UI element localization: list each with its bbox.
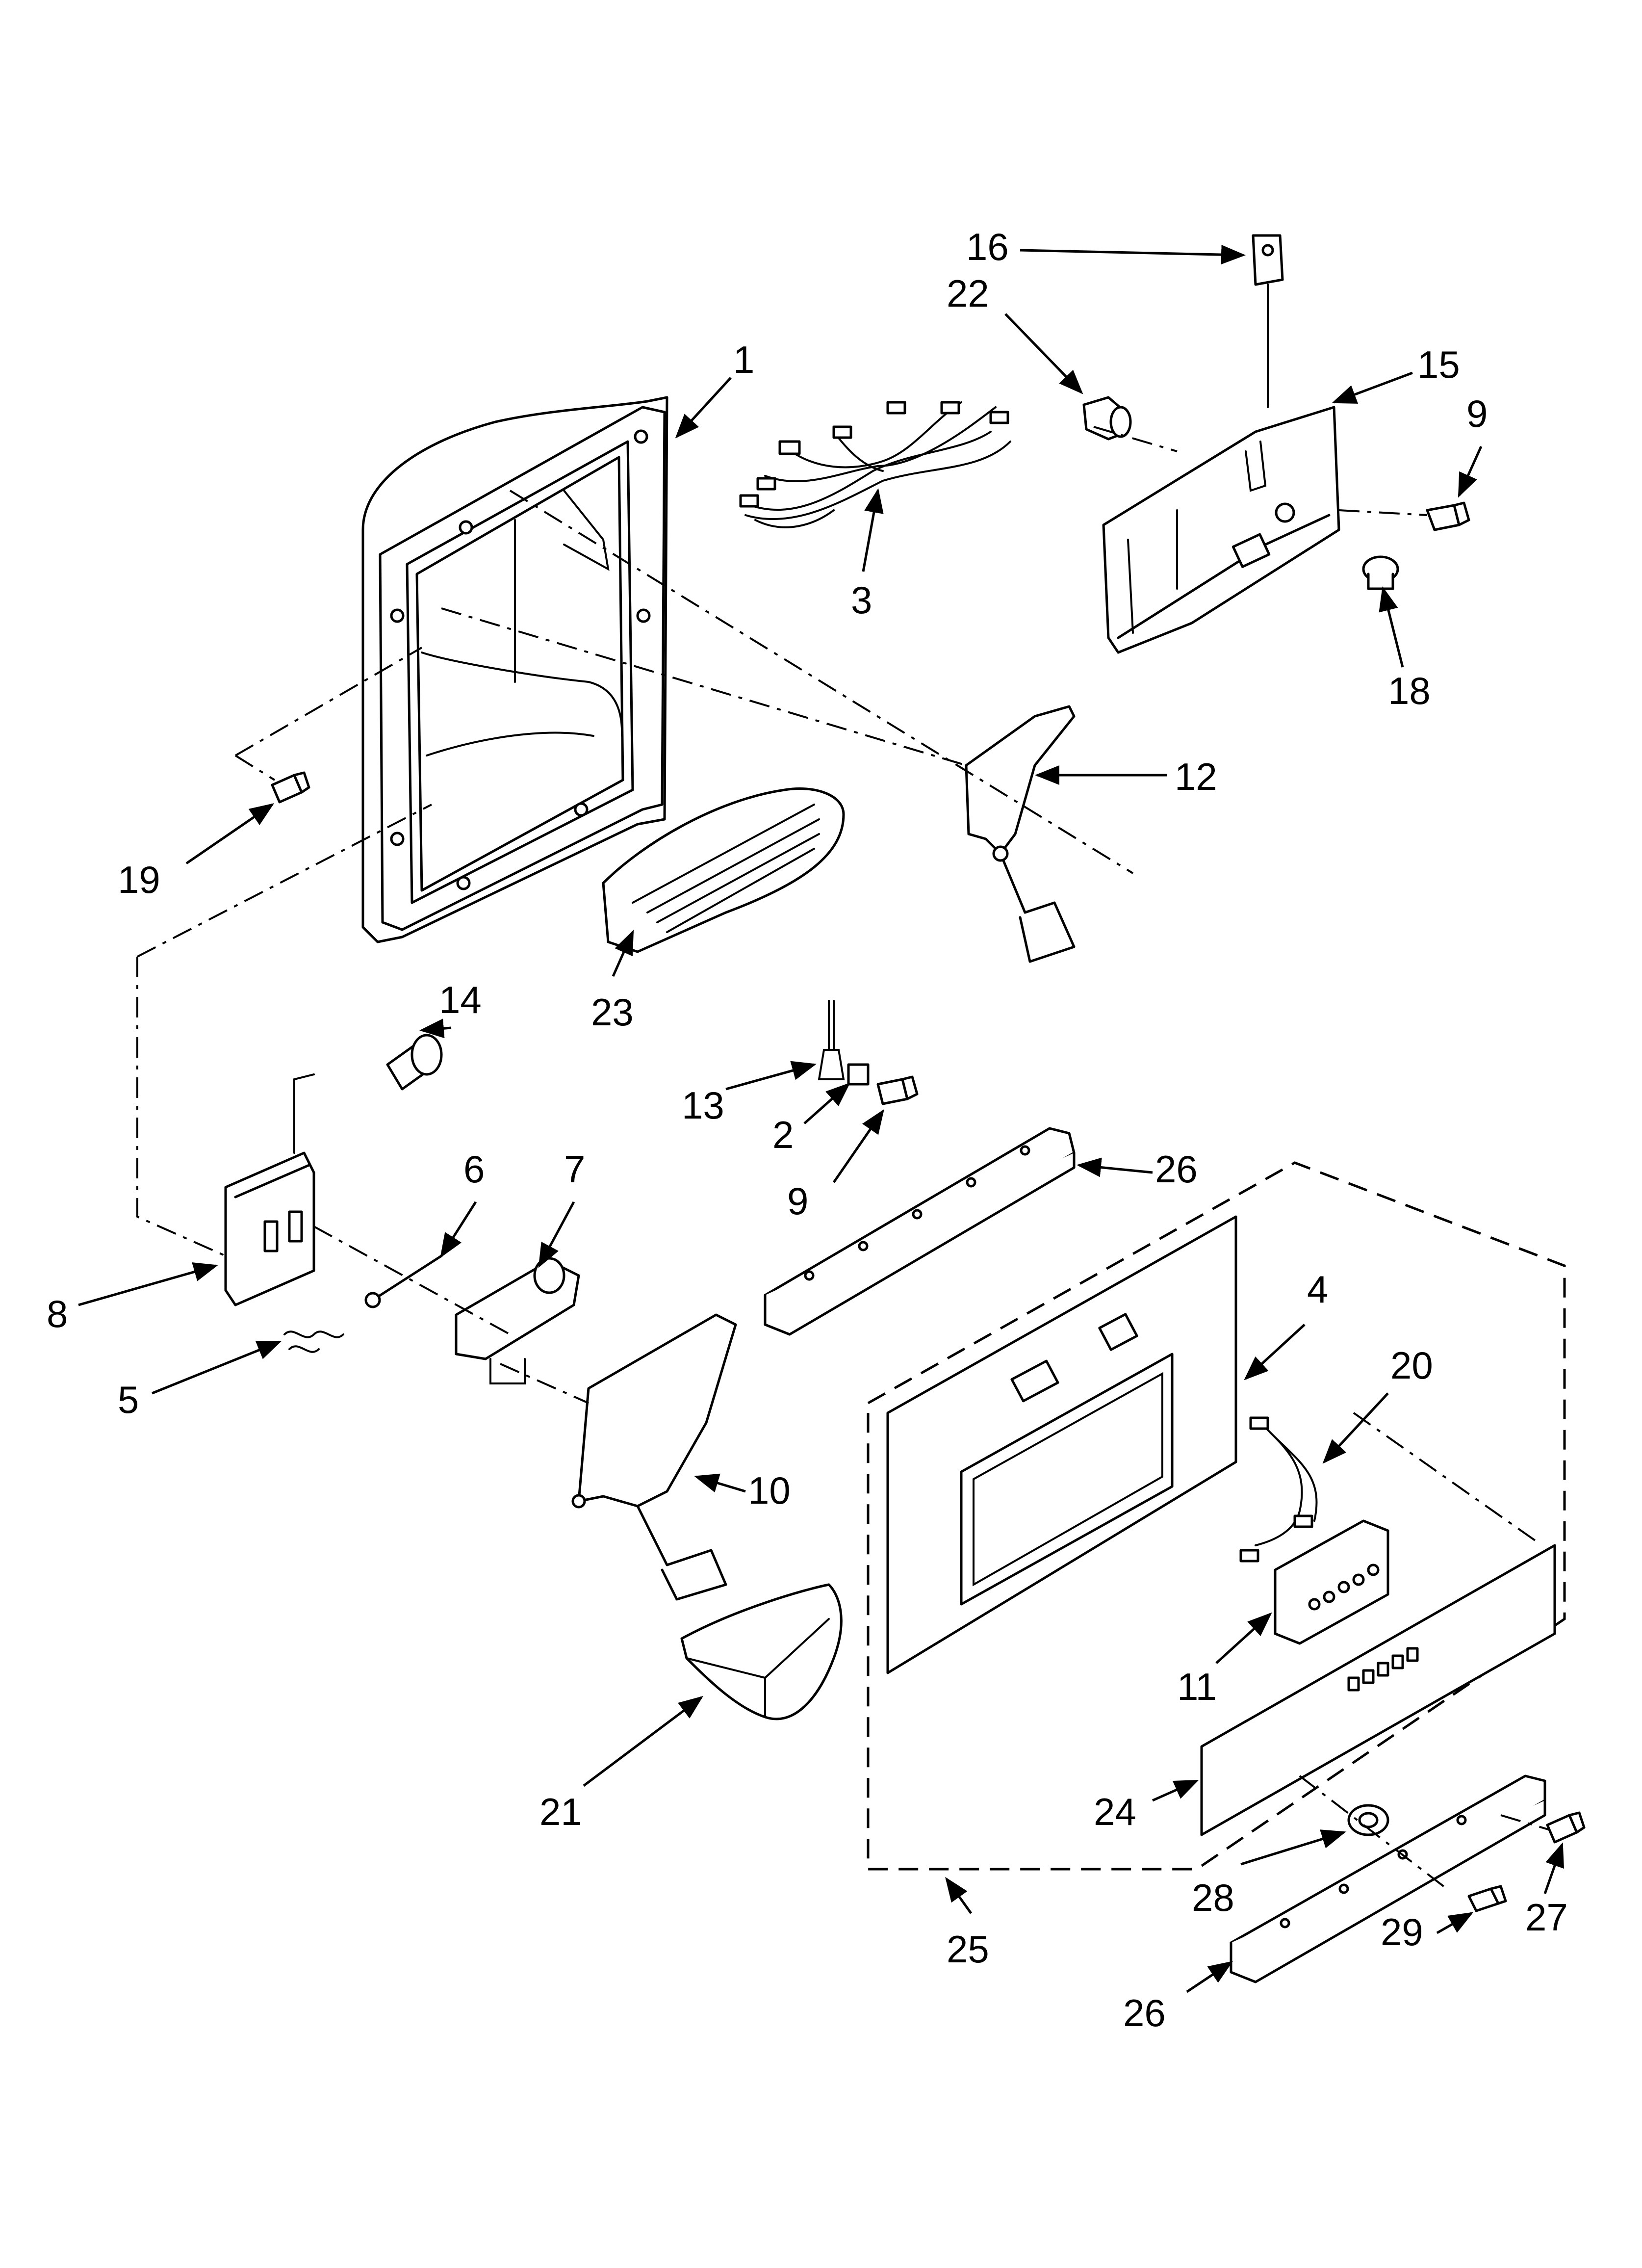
part-26-upper-rail bbox=[764, 1127, 1076, 1336]
part-6-shaft bbox=[364, 1254, 443, 1308]
callout-25: 25 bbox=[947, 1928, 989, 1971]
callout-12: 12 bbox=[1175, 755, 1217, 798]
part-5-spring bbox=[283, 1330, 344, 1353]
part-29-screw bbox=[1467, 1885, 1507, 1912]
part-20-harness bbox=[1239, 1416, 1318, 1563]
callout-6: 6 bbox=[463, 1147, 485, 1191]
callout-18: 18 bbox=[1388, 669, 1431, 712]
callout-10: 10 bbox=[748, 1469, 791, 1512]
callout-14: 14 bbox=[439, 978, 482, 1021]
callout-26-upper: 26 bbox=[1155, 1147, 1198, 1191]
assembly-guide-lines bbox=[136, 426, 1550, 1890]
callout-labels: 1 16 22 15 9 3 18 12 19 23 14 13 2 9 26 … bbox=[47, 225, 1568, 2034]
part-9-screw-mid bbox=[876, 1075, 919, 1105]
part-19-screw bbox=[271, 771, 310, 804]
dispenser-housing bbox=[361, 396, 668, 943]
callout-7: 7 bbox=[564, 1147, 585, 1191]
callout-23: 23 bbox=[591, 991, 634, 1034]
part-24-control-overlay bbox=[1200, 1544, 1556, 1836]
callout-1: 1 bbox=[733, 338, 754, 381]
callout-8: 8 bbox=[47, 1292, 68, 1335]
callout-5: 5 bbox=[118, 1378, 139, 1421]
callout-24: 24 bbox=[1094, 1790, 1136, 1833]
callout-9-mid: 9 bbox=[787, 1179, 808, 1223]
callout-21: 21 bbox=[539, 1790, 582, 1833]
part-14-motor bbox=[386, 1034, 443, 1091]
part-7-actuator bbox=[455, 1257, 580, 1384]
callout-29: 29 bbox=[1381, 1910, 1423, 1954]
part-27-screw bbox=[1546, 1811, 1586, 1844]
callout-4: 4 bbox=[1307, 1268, 1328, 1311]
callout-20: 20 bbox=[1390, 1344, 1433, 1387]
dispenser-bracket bbox=[1102, 406, 1340, 654]
part-22-plug bbox=[1082, 396, 1132, 441]
part-10-paddle bbox=[571, 1313, 737, 1601]
part-26-lower-rail bbox=[1230, 1774, 1546, 1983]
part-2-clip bbox=[847, 1063, 870, 1086]
part-23-grille bbox=[602, 787, 845, 953]
callout-26-lower: 26 bbox=[1123, 1991, 1166, 2034]
part-18-connector bbox=[1362, 555, 1399, 590]
part-8-module bbox=[224, 1073, 315, 1306]
wire-harness bbox=[739, 401, 1011, 528]
part-21-drip-tray bbox=[680, 1583, 843, 1721]
callout-13: 13 bbox=[682, 1084, 724, 1127]
callout-28: 28 bbox=[1192, 1876, 1234, 1919]
callout-15: 15 bbox=[1417, 343, 1460, 386]
part-12-lever bbox=[965, 705, 1076, 963]
callout-11: 11 bbox=[1177, 1665, 1217, 1708]
part-13-spring-clip bbox=[818, 1000, 845, 1080]
part-9-screw-upper bbox=[1426, 501, 1470, 531]
callout-3: 3 bbox=[851, 578, 872, 622]
callout-19: 19 bbox=[118, 858, 160, 901]
callout-2: 2 bbox=[772, 1113, 794, 1156]
callout-9-upper: 9 bbox=[1466, 392, 1488, 435]
part-28-button bbox=[1347, 1804, 1389, 1836]
callout-22: 22 bbox=[947, 272, 989, 315]
part-25-assembly-boundary bbox=[867, 1161, 1566, 1871]
leader-arrows bbox=[78, 245, 1565, 1993]
part-16-switch bbox=[1252, 234, 1284, 408]
callout-27: 27 bbox=[1525, 1896, 1568, 1939]
part-4-front-panel bbox=[886, 1215, 1237, 1674]
part-11-control-board bbox=[1274, 1519, 1389, 1645]
callout-16: 16 bbox=[966, 225, 1009, 268]
